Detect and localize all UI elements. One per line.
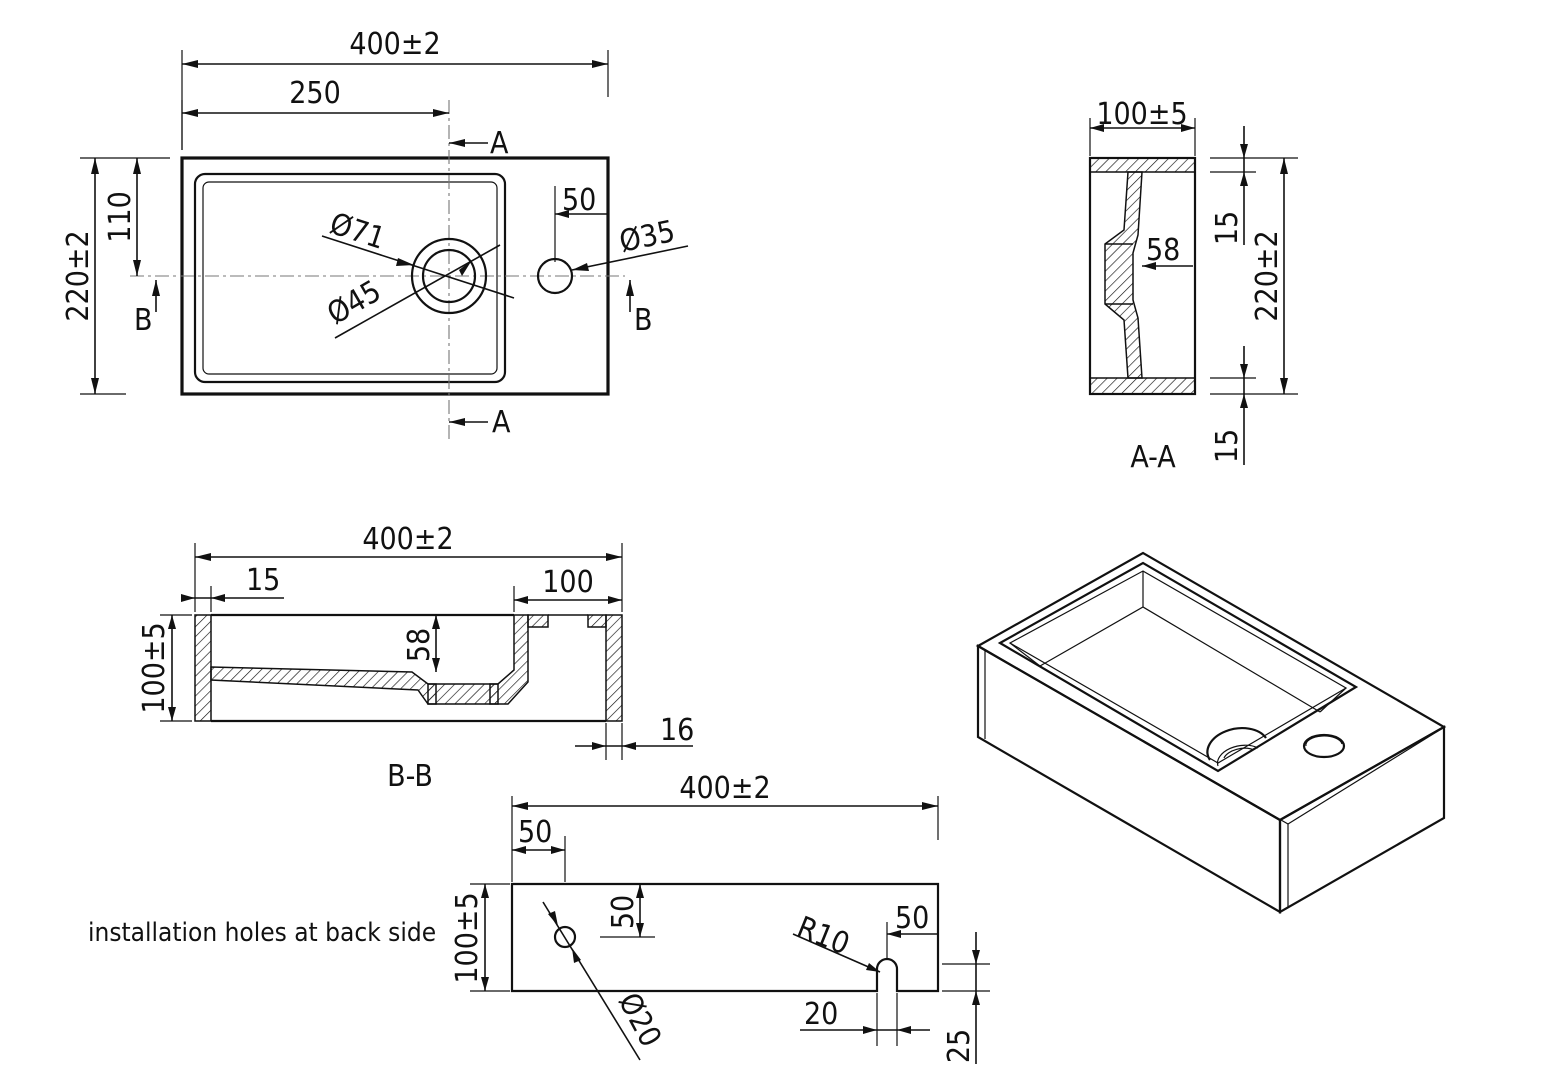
dim-overall-width: 400±2 [349, 27, 440, 62]
section-bb: 400±2 15 100 100±5 58 16 B-B [137, 522, 694, 794]
iso-front-face [976, 644, 1282, 914]
dim-slot-radius: R10 [792, 910, 854, 962]
dim-drain-outer-diameter: Ø71 [326, 206, 390, 256]
section-bb-title: B-B [387, 759, 433, 794]
dim-back-height: 100±5 [450, 892, 485, 983]
dim-overall-depth: 220±2 [61, 230, 96, 321]
dim-bb-height: 100±5 [137, 622, 172, 713]
dim-slot-height: 25 [942, 1029, 977, 1063]
dim-aa-wall-bottom: 15 [1210, 429, 1245, 463]
leader-install-hole [542, 901, 641, 1061]
back-view: 400±2 50 50 100±5 Ø20 R10 50 [88, 771, 990, 1064]
leader-drain-outer [321, 235, 515, 299]
dim-aa-depth: 220±2 [1250, 230, 1285, 321]
dim-aa-basin-depth: 58 [1146, 233, 1180, 268]
iso-side-face [1278, 725, 1446, 914]
basin-outline-outer [193, 172, 507, 384]
leader-tap-hole [571, 245, 689, 271]
section-bb-left-wall [194, 614, 212, 722]
back-view-outline [510, 882, 940, 993]
top-view: 400±2 250 A A 220±2 110 B B [61, 27, 689, 440]
dim-aa-height: 100±5 [1096, 97, 1187, 132]
dim-aa-wall-top: 15 [1210, 211, 1245, 245]
leader-drain-inner [334, 244, 501, 339]
leader-slot-radius [792, 933, 881, 973]
dim-half-depth: 110 [103, 191, 138, 243]
section-bb-right-wall [605, 614, 623, 722]
iso-tap-hole [1302, 733, 1346, 759]
dim-bb-wall-left: 15 [246, 563, 280, 598]
dim-bb-basin-depth: 58 [402, 628, 437, 662]
section-a-marker-bottom: A [492, 405, 511, 440]
section-a-marker-top: A [490, 126, 509, 161]
dim-slot-width: 20 [804, 997, 838, 1032]
dim-drain-offset: 250 [289, 76, 341, 111]
dim-back-width: 400±2 [679, 771, 770, 806]
iso-drain [1206, 726, 1267, 761]
install-hole [553, 925, 577, 949]
back-view-caption: installation holes at back side [88, 918, 436, 948]
section-b-marker-right: B [634, 303, 653, 338]
dim-slot-offset: 50 [895, 901, 929, 936]
dim-bb-wall-right: 16 [660, 713, 694, 748]
dim-tap-hole-diameter: Ø35 [616, 214, 678, 260]
dim-back-hole-x: 50 [518, 815, 552, 850]
dim-drain-inner-diameter: Ø45 [322, 274, 388, 332]
dim-hole-diameter: Ø20 [611, 987, 668, 1053]
dim-bb-deck: 100 [542, 565, 594, 600]
dim-tap-offset: 50 [562, 183, 596, 218]
section-aa: 100±5 220±2 15 15 58 A-A [1088, 97, 1298, 475]
dim-bb-width: 400±2 [362, 522, 453, 557]
drain-inner-circle [421, 248, 477, 304]
section-bb-floor [210, 614, 529, 705]
isometric-view [975, 551, 1447, 914]
drain-outer-circle [410, 237, 488, 315]
top-view-outline [180, 156, 610, 396]
section-aa-basin-wall [1104, 171, 1143, 379]
dim-back-hole-y: 50 [606, 895, 641, 929]
basin-outline-inner [202, 181, 498, 375]
section-aa-title: A-A [1130, 440, 1176, 475]
section-b-marker-left: B [134, 303, 153, 338]
